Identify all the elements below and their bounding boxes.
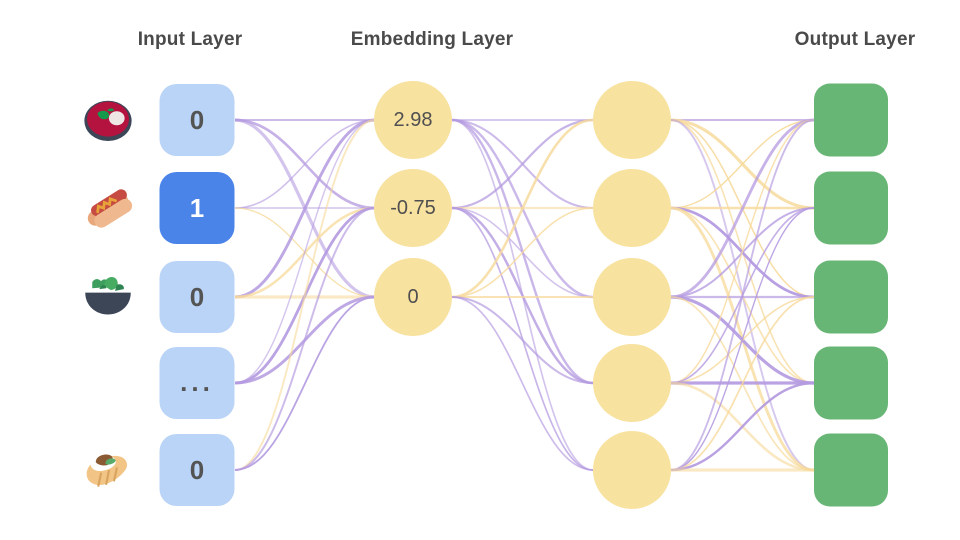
input-node-2[interactable]: 0 bbox=[159, 261, 235, 333]
input-node-value: 0 bbox=[189, 281, 205, 312]
hidden-node-4[interactable] bbox=[593, 431, 671, 509]
layer-title-output-layer: Output Layer bbox=[794, 29, 916, 50]
embedding-node-2[interactable]: 0 bbox=[374, 258, 452, 336]
connection-line bbox=[670, 118, 815, 299]
connection-line bbox=[670, 207, 815, 471]
hidden-node-2[interactable] bbox=[593, 258, 671, 336]
connection-line bbox=[670, 381, 815, 472]
connection-line bbox=[670, 296, 815, 471]
burrito-icon bbox=[80, 442, 136, 498]
input-node-value: ... bbox=[180, 367, 214, 398]
input-node-0[interactable]: 0 bbox=[159, 84, 235, 156]
connection-line bbox=[234, 119, 376, 209]
connection-line bbox=[451, 296, 594, 471]
hidden-node-3[interactable] bbox=[593, 344, 671, 422]
connection-line bbox=[670, 119, 815, 384]
connection-line bbox=[451, 206, 594, 385]
embedding-node-0[interactable]: 2.98 bbox=[374, 81, 452, 159]
connection-line bbox=[234, 119, 376, 471]
embedding-node-value: -0.75 bbox=[390, 196, 436, 219]
connection-line bbox=[451, 118, 594, 210]
input-node-4[interactable]: 0 bbox=[159, 434, 235, 506]
output-node-0[interactable] bbox=[814, 83, 888, 157]
salad-icon bbox=[80, 269, 136, 325]
connection-line bbox=[234, 118, 376, 299]
output-node-1[interactable] bbox=[814, 171, 888, 245]
hotdog-icon bbox=[80, 180, 136, 236]
steak-icon bbox=[80, 92, 136, 148]
output-node-4[interactable] bbox=[814, 433, 888, 507]
embedding-node-value: 0 bbox=[407, 285, 419, 308]
input-node-3[interactable]: ... bbox=[159, 347, 235, 419]
embedding-node-value: 2.98 bbox=[393, 108, 433, 131]
connection-line bbox=[234, 296, 376, 471]
hidden-node-1[interactable] bbox=[593, 169, 671, 247]
layer-title-embedding-layer: Embedding Layer bbox=[350, 29, 514, 50]
connection-line bbox=[234, 119, 376, 384]
connection-line bbox=[234, 207, 376, 471]
connection-line bbox=[451, 295, 594, 385]
layer-title-input-layer: Input Layer bbox=[137, 29, 243, 50]
input-node-1[interactable]: 1 bbox=[159, 172, 235, 244]
connection-line bbox=[451, 118, 594, 299]
input-node-value: 1 bbox=[189, 192, 205, 223]
output-node-3[interactable] bbox=[814, 346, 888, 420]
embedding-node-1[interactable]: -0.75 bbox=[374, 169, 452, 247]
input-node-value: 0 bbox=[189, 454, 205, 485]
connection-line bbox=[670, 119, 815, 471]
input-node-value: 0 bbox=[189, 104, 205, 135]
connection-line bbox=[670, 119, 815, 209]
connection-line bbox=[451, 207, 594, 298]
output-node-2[interactable] bbox=[814, 260, 888, 334]
hidden-node-0[interactable] bbox=[593, 81, 671, 159]
